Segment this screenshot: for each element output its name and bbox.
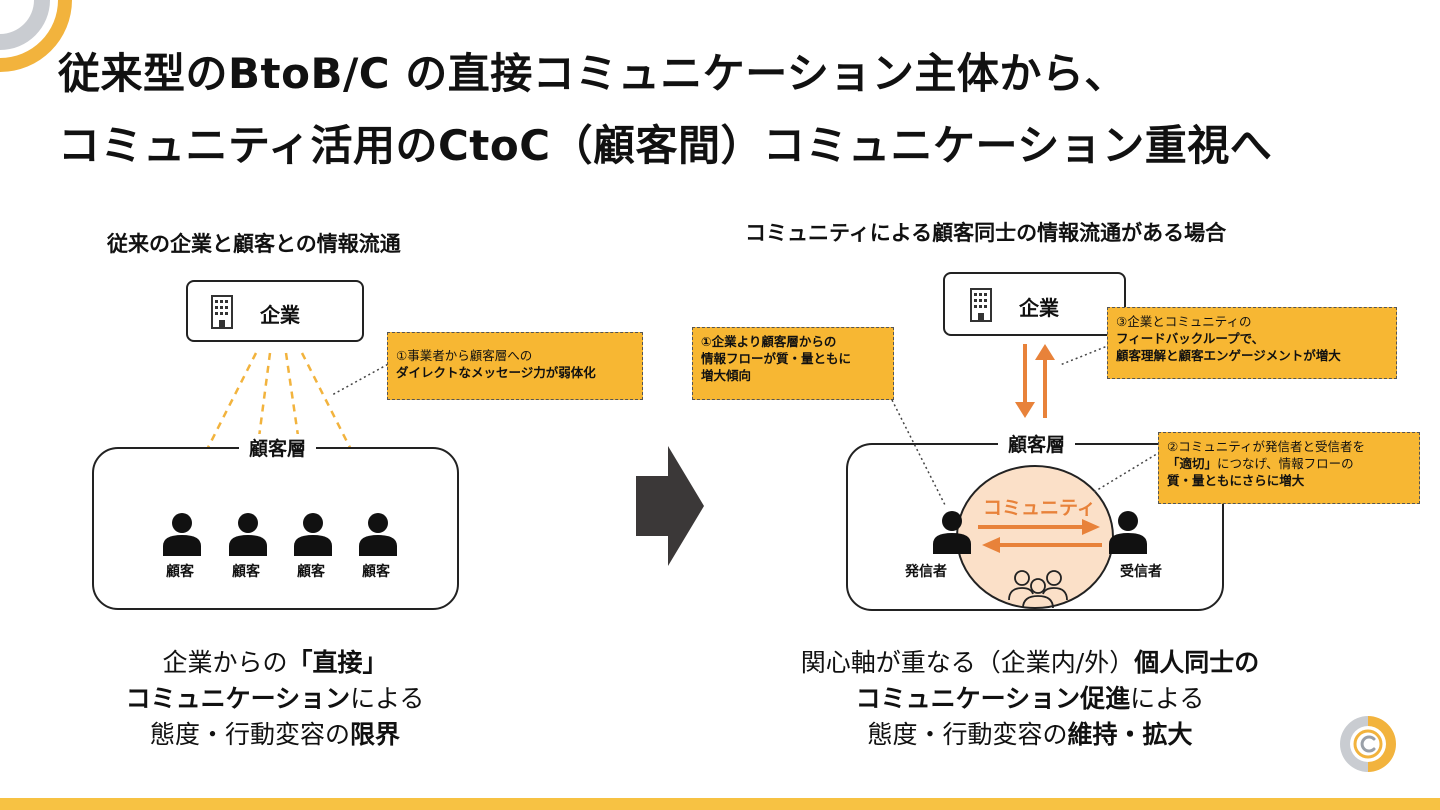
right-note-3: ③企業とコミュニティの フィードバックループで、 顧客理解と顧客エンゲージメント…: [1107, 307, 1397, 379]
left-caption-l2a: コミュニケーション: [125, 684, 351, 713]
person-icon: [359, 513, 397, 556]
left-caption-l3b: 限界: [350, 720, 401, 749]
right-company-box: 企業: [943, 272, 1126, 336]
right-note1-line1: ①企業より顧客層からの: [701, 334, 837, 349]
building-icon: [970, 288, 992, 322]
person-icon: [163, 513, 201, 556]
left-caption-l1a: 企業からの: [162, 648, 288, 677]
right-heading: コミュニティによる顧客同士の情報流通がある場合: [745, 221, 1227, 245]
right-customer-layer-label: 顧客層: [998, 430, 1076, 457]
left-note-line1: ①事業者から顧客層への: [396, 348, 533, 363]
person-icon: [229, 513, 267, 556]
right-note-1: ①企業より顧客層からの 情報フローが質・量ともに 増大傾向: [692, 327, 894, 400]
customer-label: 顧客: [297, 564, 325, 580]
receiver-label: 受信者: [1120, 564, 1162, 580]
title-line-2: コミュニティ活用のCtoC（顧客間）コミュニケーション重視へ: [58, 121, 1273, 170]
right-note2-line2b: につなげ、情報フローの: [1217, 456, 1354, 471]
right-caption-l1a: 関心軸が重なる（企業内/外）: [800, 648, 1135, 677]
right-caption: 関心軸が重なる（企業内/外）個人同士の コミュニケーション促進による 態度・行動…: [790, 645, 1270, 753]
person-icon: [933, 511, 971, 554]
left-customer-layer-box: [92, 447, 459, 610]
left-dashed-arrows: [181, 352, 377, 500]
corner-decoration: [0, 0, 72, 72]
right-note-connectors: [891, 344, 1161, 506]
community-label: コミュニティ: [983, 497, 1096, 519]
bottom-bar: [0, 798, 1440, 810]
customer-label: 顧客: [232, 564, 260, 580]
right-note-2: ②コミュニティが発信者と受信者を 「適切」につなげ、情報フローの 質・量ともにさ…: [1158, 432, 1420, 504]
left-heading: 従来の企業と顧客との情報流通: [107, 232, 401, 256]
right-caption-l1b: 個人同士の: [1134, 648, 1260, 677]
right-caption-l2b: による: [1130, 684, 1205, 713]
left-note-connector: [331, 361, 393, 396]
left-caption-l2b: による: [350, 684, 425, 713]
left-company-label: 企業: [260, 303, 300, 327]
building-icon: [211, 295, 233, 329]
customer-label: 顧客: [362, 564, 390, 580]
logo-icon: [1340, 716, 1396, 772]
feedback-arrows: [1015, 344, 1055, 418]
sender-label: 発信者: [905, 564, 947, 580]
person-icon: [1109, 511, 1147, 554]
right-note1-line2: 情報フローが質・量ともに: [701, 351, 852, 366]
right-note2-line3: 質・量ともにさらに増大: [1167, 473, 1305, 488]
left-company-box: 企業: [186, 280, 364, 342]
right-caption-l3b: 維持・拡大: [1067, 720, 1193, 749]
customer-label: 顧客: [166, 564, 194, 580]
right-arrow-icon: [636, 446, 704, 566]
right-company-label: 企業: [1019, 296, 1059, 320]
person-icon: [294, 513, 332, 556]
title-line-1: 従来型のBtoB/C の直接コミュニケーション主体から、: [58, 49, 1127, 98]
left-caption: 企業からの「直接」 コミュニケーションによる 態度・行動変容の限界: [60, 645, 490, 753]
exchange-arrows: [978, 519, 1102, 553]
right-note2-line1: ②コミュニティが発信者と受信者を: [1167, 439, 1365, 454]
right-note3-line1: ③企業とコミュニティの: [1116, 314, 1252, 329]
right-note1-line3: 増大傾向: [701, 368, 752, 383]
right-note3-line3: 顧客理解と顧客エンゲージメントが増大: [1116, 348, 1341, 363]
group-icon: [1008, 570, 1068, 608]
left-caption-l1b: 「直接」: [287, 648, 388, 677]
left-note-line2: ダイレクトなメッセージ力が弱体化: [396, 365, 596, 380]
left-customer-layer-label: 顧客層: [239, 434, 317, 461]
right-note2-line2a: 「適切」: [1167, 456, 1218, 471]
right-note3-line2: フィードバックループで、: [1116, 331, 1265, 346]
right-caption-l2a: コミュニケーション促進: [855, 684, 1131, 713]
left-note: ①事業者から顧客層への ダイレクトなメッセージ力が弱体化: [387, 332, 643, 400]
right-caption-l3a: 態度・行動変容の: [867, 720, 1068, 749]
left-caption-l3a: 態度・行動変容の: [149, 720, 350, 749]
